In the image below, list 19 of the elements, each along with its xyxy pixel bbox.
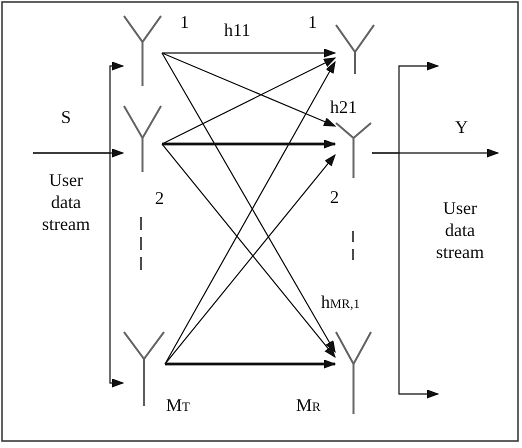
arrow [372,152,438,398]
antenna-symbol [335,24,375,74]
antenna-label: 1 [308,11,317,33]
antenna-symbol [123,331,165,406]
antenna-symbol [335,122,372,178]
antenna-symbol [123,15,162,86]
stream-label: User data stream [41,169,91,235]
antenna-label: 2 [330,186,339,208]
arrow [33,152,124,388]
arrow [162,57,336,145]
antenna-label: 2 [155,187,164,209]
antenna-symbol [335,331,372,414]
arrow [165,360,336,368]
antenna-label: 1 [180,11,189,33]
arrow [162,48,336,58]
antenna-symbol [123,105,162,172]
arrow [162,140,336,148]
arrow [162,52,336,127]
stream-label: User data stream [435,197,485,263]
